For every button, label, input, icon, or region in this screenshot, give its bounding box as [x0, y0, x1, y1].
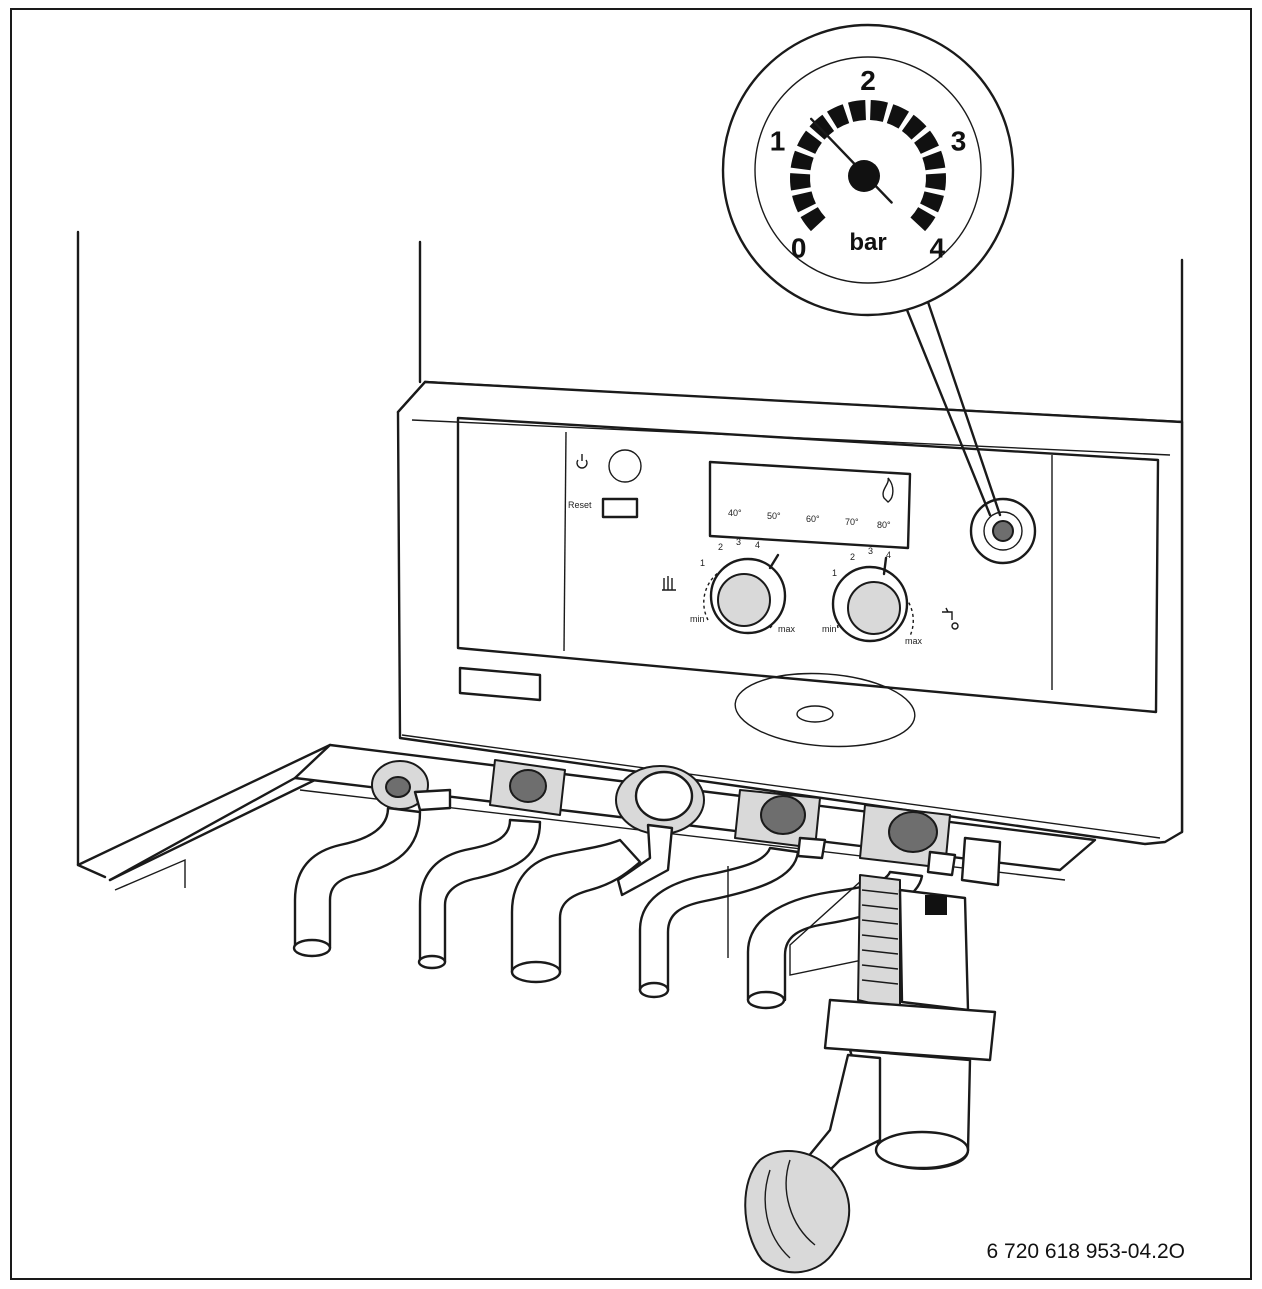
pressure-gauge-needle [810, 117, 893, 204]
gauge-scale-label: 0 [791, 232, 807, 263]
pipe-hot-water-end [638, 981, 670, 999]
svg-text:max: max [778, 624, 796, 634]
gauge-scale-segment [886, 104, 910, 129]
label-plate [458, 666, 542, 702]
pressure-gauge-scale [790, 100, 947, 232]
hot-water-temperature-knob[interactable]: 1 2 3 4 min max [822, 546, 923, 646]
pipe-cold-water [293, 806, 422, 950]
valve-gas [615, 765, 705, 897]
svg-text:2: 2 [718, 542, 723, 552]
temp-label: 40° [728, 508, 742, 518]
figure-border [10, 8, 1252, 1280]
figure-reference: 6 720 618 953-04.2O [987, 1240, 1186, 1263]
radiator-icon [662, 576, 676, 591]
svg-text:3: 3 [736, 537, 741, 547]
pressure-unit-label: bar [849, 229, 886, 256]
gauge-scale-segment [792, 191, 816, 213]
flame-icon [882, 477, 894, 503]
svg-text:2: 2 [850, 552, 855, 562]
temperature-display [708, 460, 912, 550]
pressure-gauge-labels: 0 1 2 3 4 [770, 65, 967, 263]
gauge-scale-label: 2 [860, 65, 876, 96]
gauge-scale-segment [901, 114, 927, 140]
tap-icon [942, 607, 959, 630]
valve-hot-water [734, 789, 827, 860]
gauge-scale-segment [922, 150, 946, 171]
pressure-gauge-small [969, 497, 1037, 565]
svg-text:min: min [822, 624, 837, 634]
gauge-scale-segment [910, 207, 936, 232]
gauge-scale-segment [925, 173, 947, 191]
gauge-scale-segment [920, 191, 944, 213]
pipe-gas [510, 838, 642, 974]
gauge-scale-segment [809, 114, 835, 140]
svg-text:1: 1 [832, 568, 837, 578]
reset-button[interactable] [601, 497, 639, 519]
pipe-gas-end [510, 960, 562, 984]
power-icon [576, 454, 588, 469]
gauge-scale-label: 3 [951, 126, 967, 157]
gauge-scale-segment [848, 100, 866, 122]
temp-label: 70° [845, 517, 859, 527]
emblem-center [796, 705, 834, 723]
svg-text:4: 4 [886, 550, 891, 560]
gauge-scale-segment [870, 100, 888, 122]
valve-cold-water [371, 760, 452, 812]
svg-text:3: 3 [868, 546, 873, 556]
svg-text:1: 1 [700, 558, 705, 568]
reset-label: Reset [568, 500, 592, 510]
magnifier-inner-ring [754, 56, 982, 284]
temp-label: 80° [877, 520, 891, 530]
gauge-scale-segment [790, 173, 811, 191]
valve-row [371, 759, 1002, 897]
pipe-cold-water-end [292, 938, 332, 958]
gauge-scale-segment [914, 130, 939, 154]
temp-label: 50° [767, 511, 781, 521]
gauge-scale-segment [797, 130, 822, 154]
siphon-assembly [727, 866, 997, 1274]
svg-text:min: min [690, 614, 705, 624]
gauge-scale-label: 1 [770, 126, 786, 157]
gauge-scale-segment [826, 104, 850, 129]
control-panel-housing [396, 380, 1184, 846]
gauge-scale-segment [800, 207, 826, 232]
heating-temperature-knob[interactable]: 1 2 3 4 min max [690, 537, 796, 635]
svg-text:max: max [905, 636, 923, 646]
valve-heating-flow [489, 759, 566, 816]
power-button[interactable] [608, 449, 642, 483]
gauge-scale-label: 4 [930, 232, 946, 263]
gauge-scale-segment [790, 150, 814, 171]
temperature-scale: 40° 50° 60° 70° 80° [728, 508, 891, 530]
emblem-oval [734, 672, 916, 748]
pipe-heating-return-end [746, 990, 786, 1010]
temp-label: 60° [806, 514, 820, 524]
valve-heating-return [859, 804, 1002, 887]
pressure-gauge-hub [848, 160, 880, 192]
svg-text:4: 4 [755, 540, 760, 550]
pipe-heating-flow-end [417, 954, 447, 970]
